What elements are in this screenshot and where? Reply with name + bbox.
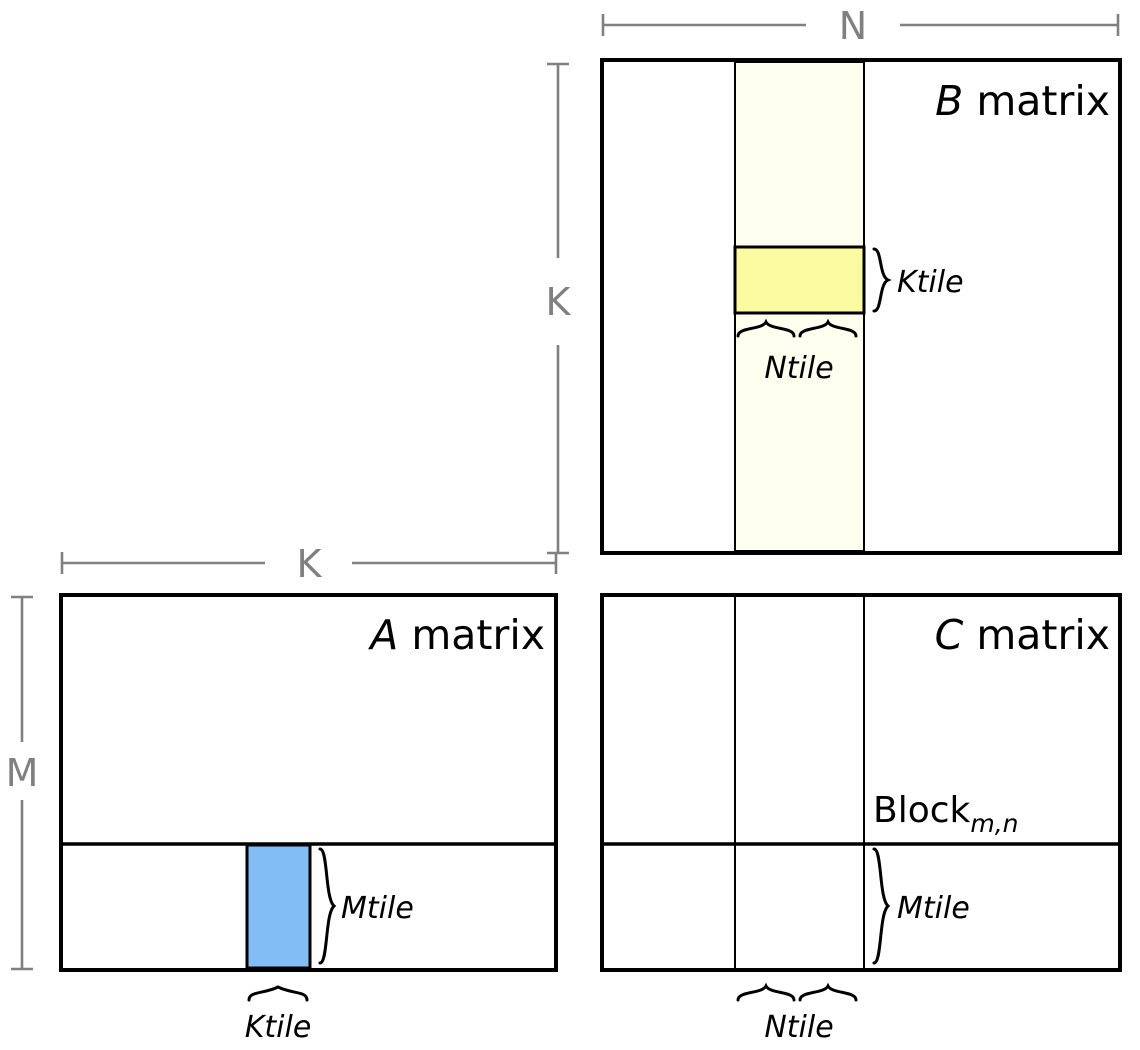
a-ktile-brace-glyph [247, 985, 309, 1002]
a-matrix-label: A matrix [367, 611, 545, 659]
c-matrix-label-italic: C [935, 611, 964, 659]
dimension-label-k-vertical: K [546, 280, 572, 324]
b-matrix-label-rest: matrix [963, 77, 1110, 125]
c-matrix-block-label-subscript: m,n [970, 809, 1018, 838]
a-ktile-brace [247, 985, 309, 1002]
b-matrix-tile [733, 245, 866, 315]
a-matrix-label-italic: A [367, 611, 398, 659]
dimension-m-vertical [11, 595, 33, 971]
dimension-k-top [60, 552, 558, 574]
b-ntile-brace-glyph-left [736, 318, 796, 338]
b-matrix-label: B matrix [935, 77, 1110, 125]
c-matrix-outline [600, 593, 1122, 972]
b-ntile-brace-glyph-right [798, 318, 858, 338]
a-matrix-ktile-label: Ktile [245, 1010, 312, 1045]
dimension-label-m: M [6, 751, 39, 795]
c-matrix-label-rest: matrix [963, 611, 1110, 659]
a-matrix-label-rest: matrix [398, 611, 545, 659]
dimension-label-n: N [839, 4, 867, 48]
b-matrix-ktile-label: Ktile [897, 265, 964, 300]
c-matrix-mtile-label: Mtile [897, 891, 970, 926]
c-mtile-brace-glyph [872, 847, 891, 965]
a-matrix-tile [245, 843, 312, 970]
c-ntile-brace-glyph-right [798, 982, 858, 1002]
a-mtile-brace [318, 847, 337, 965]
b-ntile-brace [736, 318, 858, 338]
c-matrix-label: C matrix [935, 611, 1110, 659]
dimension-label-k-top: K [297, 542, 323, 586]
a-matrix-mtile-label: Mtile [341, 891, 414, 926]
b-ktile-brace [872, 247, 892, 313]
c-matrix-block-label: Blockm,n [873, 790, 1019, 838]
c-ntile-brace-glyph-left [736, 982, 796, 1002]
c-matrix-ntile-label: Ntile [764, 1010, 833, 1045]
a-mtile-brace-glyph [318, 847, 337, 965]
c-ntile-brace [736, 982, 858, 1002]
c-mtile-brace [872, 847, 891, 965]
b-matrix-label-italic: B [935, 77, 963, 125]
b-ktile-brace-glyph [872, 247, 892, 313]
c-matrix-block-label-base: Block [873, 790, 971, 831]
dimension-n-top [601, 14, 1120, 36]
b-matrix-ntile-label: Ntile [764, 351, 833, 386]
dimension-k-vertical [547, 62, 569, 555]
